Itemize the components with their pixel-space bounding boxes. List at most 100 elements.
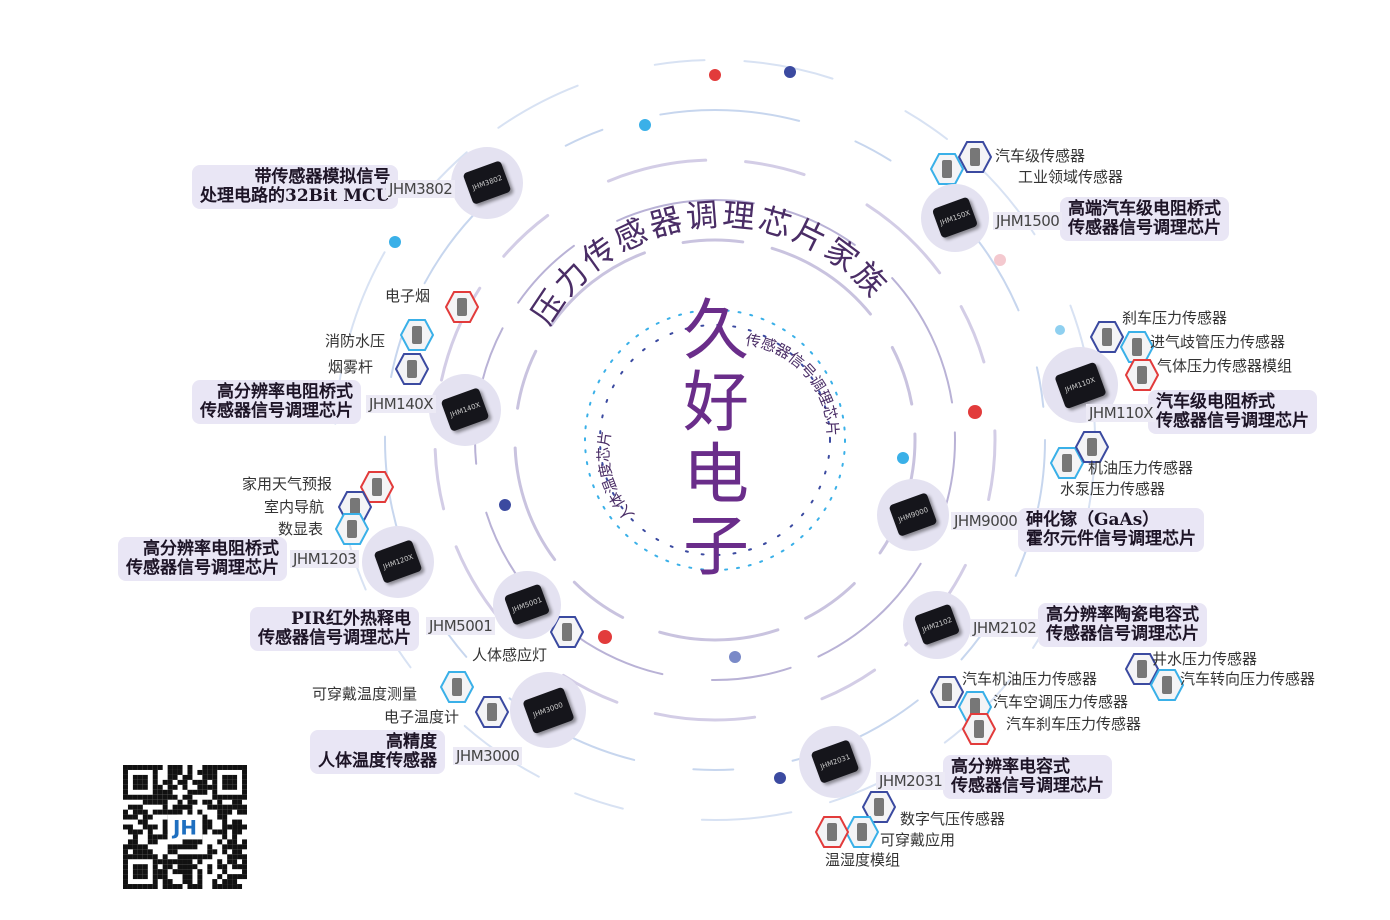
product-description: 带传感器模拟信号处理电路的32Bit MCU [192, 165, 399, 209]
product-model[interactable]: JHM140X [366, 395, 437, 413]
chip-image: JHM150X [921, 184, 989, 252]
chip-marking: JHM150X [931, 196, 979, 240]
application-label: 汽车空调压力传感器 [993, 693, 1129, 711]
chip-image: JHM2031 [799, 726, 871, 798]
description-line: 传感器信号调理芯片 [1046, 624, 1199, 644]
inner-arc-right: 传感器信号调理芯片 [744, 331, 841, 437]
product-description: 高分辨率电容式传感器信号调理芯片 [943, 755, 1112, 799]
application-image-hexagon [475, 696, 509, 728]
qr-code[interactable]: JH [122, 765, 248, 889]
application-image-hexagon [930, 676, 964, 708]
application-image-hexagon [360, 471, 394, 503]
product-description: 高分辨率陶瓷电容式传感器信号调理芯片 [1038, 603, 1207, 647]
brand-name: 久好电子 [683, 292, 749, 585]
application-image-hexagon [845, 816, 879, 848]
description-line: 处理电路的32Bit MCU [200, 186, 391, 206]
description-line: 传感器信号调理芯片 [951, 776, 1104, 796]
decorative-hexagons [389, 66, 1065, 784]
chip-marking: JHM140X [440, 387, 490, 433]
description-line: 人体温度传感器 [318, 751, 437, 771]
description-line: 带传感器模拟信号 [254, 167, 391, 187]
chip-marking: JHM3802 [462, 160, 512, 206]
description-line: 传感器信号调理芯片 [1068, 218, 1221, 238]
application-image-hexagon [862, 791, 896, 823]
application-image-hexagon [1090, 321, 1124, 353]
application-image-hexagon [1125, 359, 1159, 391]
chip-image: JHM3000 [510, 672, 586, 748]
product-description: 砷化镓（GaAs）霍尔元件信号调理芯片 [1018, 508, 1204, 552]
description-line: 传感器信号调理芯片 [258, 628, 411, 648]
product-model[interactable]: JHM110X [1086, 404, 1157, 422]
application-image-hexagon [962, 713, 996, 745]
product-model[interactable]: JHM2102 [970, 619, 1040, 637]
description-line: 砷化镓（GaAs） [1026, 510, 1160, 530]
product-description: 汽车级电阻桥式传感器信号调理芯片 [1148, 390, 1317, 434]
chip-marking: JHM2102 [913, 603, 961, 647]
application-label: 可穿戴应用 [880, 831, 956, 849]
application-label: 温湿度模组 [825, 851, 901, 869]
application-label: 数显表 [278, 520, 324, 538]
application-image-hexagon [958, 141, 992, 173]
application-label: 刹车压力传感器 [1122, 309, 1228, 327]
application-label: 室内导航 [264, 498, 325, 516]
description-line: 传感器信号调理芯片 [200, 401, 353, 421]
product-model[interactable]: JHM2031 [876, 772, 946, 790]
chip-image: JHM2102 [903, 591, 971, 659]
application-label: 工业领域传感器 [1018, 168, 1124, 186]
application-image-hexagon [1150, 669, 1184, 701]
application-image-hexagon [1125, 653, 1159, 685]
product-model[interactable]: JHM5001 [426, 617, 496, 635]
description-line: 汽车级电阻桥式 [1156, 392, 1275, 412]
chip-marking: JHM3000 [522, 686, 574, 734]
application-image-hexagon [400, 319, 434, 351]
application-label: 汽车转向压力传感器 [1180, 670, 1316, 688]
chip-image: JHM3802 [451, 147, 523, 219]
application-label: 汽车刹车压力传感器 [1006, 715, 1142, 733]
application-label: 烟雾杆 [328, 358, 374, 376]
product-description: 高分辨率电阻桥式传感器信号调理芯片 [192, 380, 361, 424]
description-line: 高分辨率陶瓷电容式 [1046, 605, 1199, 625]
chip-image: JHM9000 [877, 479, 949, 551]
description-line: 高精度 [386, 732, 437, 752]
application-image-hexagon [440, 671, 474, 703]
application-label: 电子烟 [385, 287, 431, 305]
chip-marking: JHM120X [373, 539, 423, 585]
product-model[interactable]: JHM3000 [453, 747, 523, 765]
application-label: 机油压力传感器 [1088, 459, 1194, 477]
chip-marking: JHM5001 [503, 583, 551, 627]
application-image-hexagon [815, 816, 849, 848]
application-label: 家用天气预报 [242, 475, 333, 493]
description-line: 传感器信号调理芯片 [126, 558, 279, 578]
product-description: 高精度人体温度传感器 [310, 730, 445, 774]
chip-marking: JHM2031 [810, 739, 860, 785]
application-label: 电子温度计 [384, 708, 460, 726]
application-image-hexagon [445, 291, 479, 323]
product-model[interactable]: JHM9000 [951, 512, 1021, 530]
product-description: PIR红外热释电传感器信号调理芯片 [250, 607, 419, 651]
application-label: 汽车机油压力传感器 [962, 670, 1098, 688]
product-model[interactable]: JHM1500 [993, 212, 1063, 230]
chip-image: JHM120X [362, 526, 434, 598]
application-label: 人体感应灯 [472, 646, 548, 664]
application-label: 井水压力传感器 [1152, 650, 1258, 668]
product-description: 高分辨率电阻桥式传感器信号调理芯片 [118, 537, 287, 581]
inner-arc-left: 人体温度芯片 [595, 430, 638, 524]
description-line: 高端汽车级电阻桥式 [1068, 199, 1221, 219]
chip-marking: JHM9000 [888, 492, 938, 538]
application-image-hexagon [1120, 331, 1154, 363]
description-line: 高分辨率电阻桥式 [217, 382, 353, 402]
application-label: 可穿戴温度测量 [312, 685, 418, 703]
application-label: 水泵压力传感器 [1060, 480, 1166, 498]
application-image-hexagon [930, 153, 964, 185]
description-line: 霍尔元件信号调理芯片 [1026, 529, 1196, 549]
application-label: 气体压力传感器模组 [1157, 357, 1293, 375]
application-image-hexagon [395, 353, 429, 385]
product-model[interactable]: JHM3802 [386, 180, 456, 198]
application-label: 消防水压 [325, 332, 386, 350]
chip-image: JHM5001 [493, 571, 561, 639]
application-label: 数字气压传感器 [900, 810, 1006, 828]
svg-text:JH: JH [171, 816, 197, 839]
description-line: 高分辨率电容式 [951, 757, 1070, 777]
product-model[interactable]: JHM1203 [290, 550, 360, 568]
